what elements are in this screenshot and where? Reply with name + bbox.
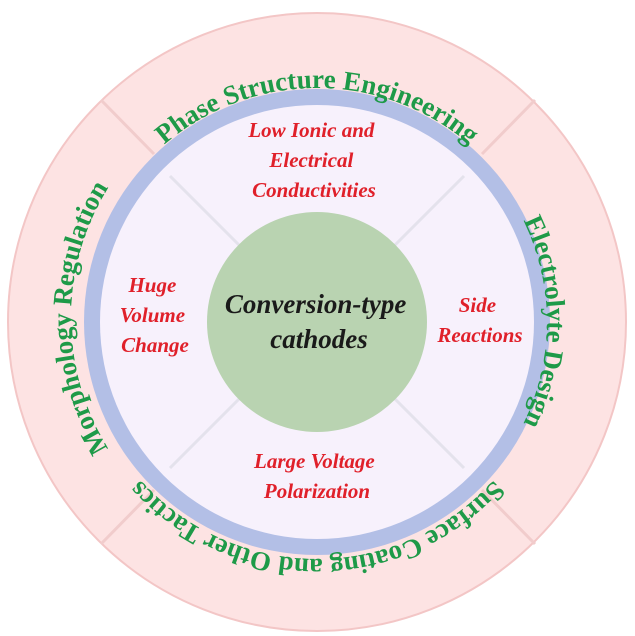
challenge-top-line-3: Conductivities <box>252 178 376 202</box>
inner-divider-lower-left <box>168 396 242 470</box>
inner-divider-upper-left <box>168 174 242 248</box>
challenge-top: Low Ionic and Electrical Conductivities <box>247 118 379 202</box>
outer-dividers <box>99 98 537 546</box>
core-disk <box>207 212 427 432</box>
inner-divider-lower-right <box>392 396 466 470</box>
challenge-right-line-2: Reactions <box>436 323 522 347</box>
challenge-right-line-1: Side <box>459 293 496 317</box>
divider-lower-right <box>480 488 537 546</box>
core-line-1: Conversion-type <box>225 289 407 319</box>
divider-upper-left <box>99 98 156 156</box>
challenge-left-line-1: Huge <box>127 273 176 297</box>
challenge-bottom-line-1: Large Voltage <box>253 449 375 473</box>
core-title: Conversion-type cathodes <box>225 289 413 354</box>
challenge-left-line-2: Volume <box>120 303 185 327</box>
challenge-bottom: Large Voltage Polarization <box>253 449 380 503</box>
divider-upper-right <box>480 98 537 156</box>
inner-divider-upper-right <box>392 174 466 248</box>
challenge-left: Huge Volume Change <box>120 273 191 357</box>
inner-dividers <box>168 174 466 470</box>
challenge-top-line-2: Electrical <box>268 148 353 172</box>
challenge-right: Side Reactions <box>436 293 522 347</box>
core-line-2: cathodes <box>270 324 368 354</box>
challenge-bottom-line-2: Polarization <box>263 479 370 503</box>
challenge-left-line-3: Change <box>121 333 189 357</box>
challenge-top-line-1: Low Ionic and <box>247 118 375 142</box>
divider-lower-left <box>99 488 156 546</box>
